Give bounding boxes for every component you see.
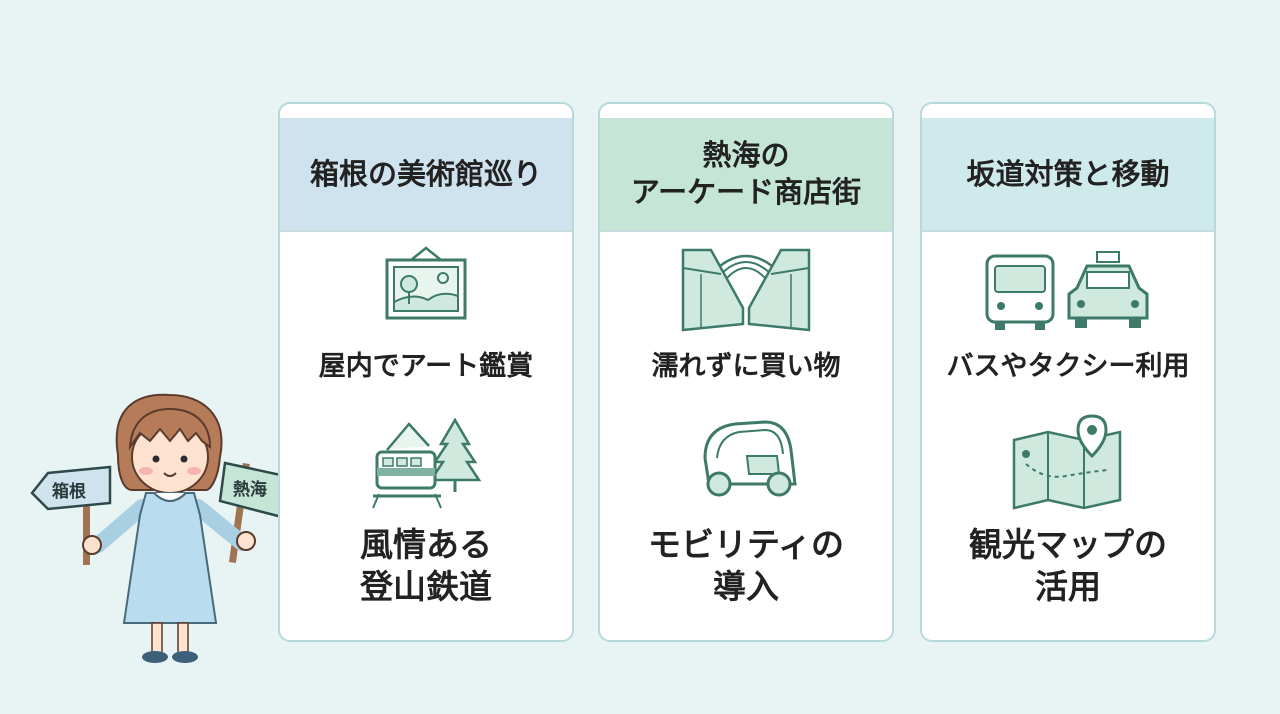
caption-tourist-map: 観光マップの 活用 [969, 525, 1167, 606]
left-sign-text: 箱根 [52, 481, 86, 502]
bus-and-taxi-icon [985, 251, 1149, 330]
map-pin-icon [1012, 414, 1122, 510]
card-hakone: 箱根の美術館巡り 屋内でアート鑑賞 風情ある 登山鉄道 [278, 102, 574, 642]
caption-mountain-railway: 風情ある 登山鉄道 [360, 525, 492, 606]
left-sign-pole [83, 485, 90, 565]
framed-painting-icon [385, 246, 467, 320]
small-ev-car-icon [703, 420, 797, 497]
caption-mobility: モビリティの 導入 [647, 525, 845, 606]
card-title-atami: 熱海の アーケード商店街 [600, 118, 892, 232]
arcade-street-icon [681, 248, 811, 332]
mountain-train-icon [372, 417, 481, 509]
card-title-hakone: 箱根の美術館巡り [280, 118, 572, 232]
caption-indoor-art: 屋内でアート鑑賞 [318, 351, 534, 382]
card-atami: 熱海の アーケード商店街 濡れずに買い物 モビリティの 導入 [598, 102, 894, 642]
caption-shop-dry: 濡れずに買い物 [651, 351, 841, 382]
right-sign-text: 熱海 [233, 479, 267, 500]
girl-illustration: 箱根 熱海 [30, 393, 310, 663]
left-sign: 箱根 [30, 465, 112, 511]
card-title-transport: 坂道対策と移動 [922, 118, 1214, 232]
caption-bus-taxi: バスやタクシー利用 [946, 351, 1190, 382]
card-transport: 坂道対策と移動 バスやタクシー利用 観光マップの 活用 [920, 102, 1216, 642]
